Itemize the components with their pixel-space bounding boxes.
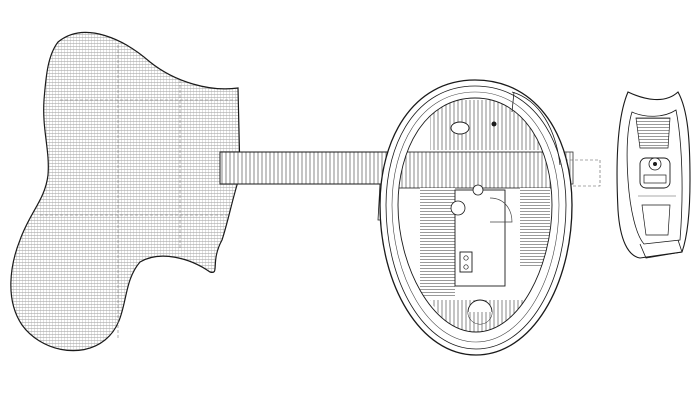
sink-icon: [459, 251, 473, 273]
basin-icon: [450, 121, 470, 135]
inflatable-boat: [616, 91, 691, 259]
boardwalk-deck: [219, 151, 406, 185]
egg-pavilion: [379, 79, 573, 356]
deck-outline: [10, 31, 241, 352]
column-icon: [472, 184, 484, 196]
stool-icon: [450, 200, 466, 216]
freeform-deck: [10, 31, 241, 352]
